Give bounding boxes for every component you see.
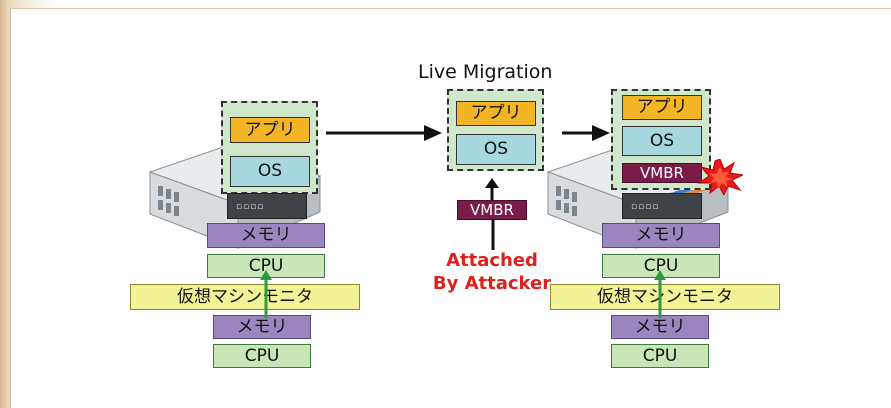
vm-container-left: アプリ OS [221,101,318,194]
cpu-box-right-bottom: CPU [611,344,709,368]
memory-box-left-top: メモリ [207,223,325,248]
app-box-right: アプリ [622,95,702,120]
connector-line-middle [491,220,495,250]
hypervisor-box-right: 仮想マシンモニタ [550,284,780,310]
arrow-up-icon-right [654,270,666,318]
arrow-right-icon-1 [326,125,442,141]
attacker-note: Attached By Attacker [417,249,567,295]
memory-box-right-bottom: メモリ [611,315,709,339]
cpu-box-left-top: CPU [207,254,325,278]
vmbr-box-right: VMBR [622,163,702,183]
memory-box-left-bottom: メモリ [213,315,311,339]
hypervisor-box-left: 仮想マシンモニタ [130,284,360,310]
vm-container-right: アプリ OS VMBR [611,89,711,190]
arrow-up-icon-left [260,270,272,318]
memory-box-right-top: メモリ [602,223,720,248]
app-box-left: アプリ [230,117,310,143]
diagram-title: Live Migration [418,61,553,83]
attacker-note-line2: By Attacker [432,273,552,294]
server-drive-right: ▫▫▫▫ [622,193,702,219]
app-box-middle: アプリ [456,101,536,126]
os-box-middle: OS [456,134,536,165]
server-drive-left: ▫▫▫▫ [227,193,307,219]
vmbr-box-middle: VMBR [457,200,527,220]
explosion-icon [697,159,743,195]
arrow-right-icon-2 [562,125,610,141]
os-box-left: OS [230,156,310,187]
attacker-note-line1: Attached [446,250,538,271]
cpu-box-left-bottom: CPU [213,344,311,368]
vm-container-middle: アプリ OS [447,89,544,171]
os-box-right: OS [622,126,702,156]
